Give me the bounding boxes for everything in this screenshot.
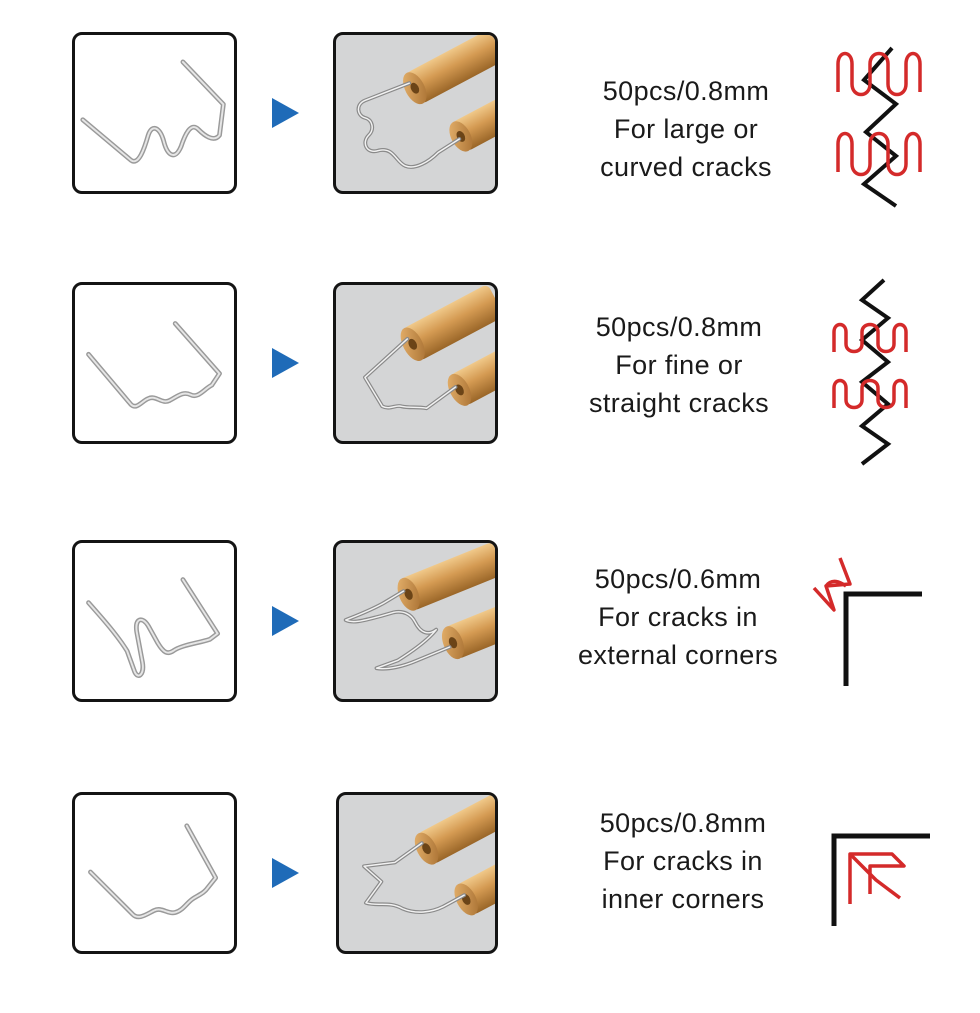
usage-line-1: For cracks in — [598, 602, 758, 632]
outside-corner-staple-icon — [72, 540, 237, 702]
staple-tool-photo — [333, 282, 498, 444]
usage-line-2: external corners — [578, 640, 778, 670]
spec-label: 50pcs/0.8mm — [599, 808, 767, 838]
usage-line-1: For cracks in — [603, 846, 763, 876]
flat-staple-icon — [72, 282, 237, 444]
arrow-right-icon — [272, 98, 299, 128]
external-corner-diagram-icon — [810, 538, 950, 738]
inside-corner-staple-icon — [72, 792, 237, 954]
row-description: 50pcs/0.6mm For cracks in external corne… — [548, 560, 808, 674]
arrow-right-icon — [272, 348, 299, 378]
product-row-2: 50pcs/0.8mm For fine or straight cracks — [0, 270, 980, 470]
row-description: 50pcs/0.8mm For fine or straight cracks — [549, 308, 809, 422]
staple-tool-photo — [333, 32, 498, 194]
wave-staple-icon — [72, 32, 237, 194]
usage-line-1: For large or — [613, 114, 759, 144]
row-description: 50pcs/0.8mm For large or curved cracks — [556, 72, 816, 186]
usage-line-1: For fine or — [615, 350, 743, 380]
curved-crack-diagram-icon — [830, 20, 970, 220]
inner-corner-diagram-icon — [826, 808, 966, 1008]
row-description: 50pcs/0.8mm For cracks in inner corners — [553, 804, 813, 918]
straight-crack-diagram-icon — [826, 270, 966, 470]
spec-label: 50pcs/0.8mm — [602, 76, 770, 106]
arrow-right-icon — [272, 858, 299, 888]
usage-line-2: curved cracks — [600, 152, 772, 182]
staple-tool-photo — [333, 540, 498, 702]
arrow-right-icon — [272, 606, 299, 636]
product-row-3: 50pcs/0.6mm For cracks in external corne… — [0, 528, 980, 728]
product-row-4: 50pcs/0.8mm For cracks in inner corners — [0, 778, 980, 978]
usage-line-2: inner corners — [601, 884, 765, 914]
staple-tool-photo — [336, 792, 498, 954]
usage-line-2: straight cracks — [588, 388, 770, 418]
spec-label: 50pcs/0.6mm — [594, 564, 762, 594]
spec-label: 50pcs/0.8mm — [595, 312, 763, 342]
product-row-1: 50pcs/0.8mm For large or curved cracks — [0, 20, 980, 220]
